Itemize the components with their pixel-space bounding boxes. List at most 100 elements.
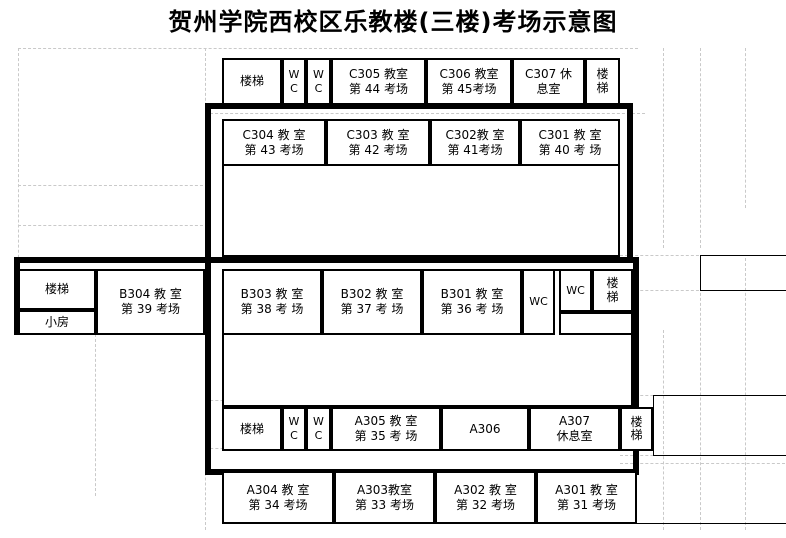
room-label-line1: 楼	[630, 414, 643, 429]
grid-line-vertical	[745, 48, 746, 208]
grid-line-horizontal	[205, 113, 645, 114]
room-a305[interactable]: A305 教 室 第 35 考 场	[331, 407, 441, 451]
room-label-line1: C302教 室	[445, 127, 505, 142]
room-label-line2: 第 33 考场	[355, 497, 414, 512]
room-label-line1: C301 教 室	[538, 127, 602, 142]
room-label-line1: B303 教 室	[240, 287, 304, 301]
grid-line-vertical	[700, 258, 701, 530]
room-label-line1: 楼梯	[239, 421, 264, 436]
room-wc-mid-1[interactable]: WC	[522, 269, 555, 335]
room-c305[interactable]: C305 教室 第 44 考场	[331, 58, 426, 105]
room-label-line2: 梯	[630, 428, 643, 442]
room-a306[interactable]: A306	[441, 407, 529, 451]
room-label-line2: C	[290, 81, 298, 95]
room-label-line1: 楼	[606, 276, 619, 291]
wall-b-wing-right	[633, 257, 639, 475]
room-wc-bot-1[interactable]: W C	[282, 407, 306, 451]
room-label-line1: 楼	[596, 67, 609, 82]
wall-c-wing-left	[205, 103, 211, 263]
room-c306[interactable]: C306 教室 第 45考场	[426, 58, 512, 105]
room-label-line1: W	[288, 67, 300, 81]
room-label-line2: C	[314, 429, 323, 442]
room-stair-top-right[interactable]: 楼 梯	[585, 58, 620, 105]
room-a301[interactable]: A301 教 室 第 31 考场	[536, 471, 637, 524]
grid-line-vertical	[18, 48, 19, 288]
room-label-line1: W	[313, 415, 324, 429]
wall-b-wing-top	[14, 257, 639, 263]
room-label-line2: 第 35 考 场	[354, 429, 418, 443]
room-c301[interactable]: C301 教 室 第 40 考 场	[520, 119, 620, 166]
room-label-line1: B301 教 室	[440, 287, 504, 301]
room-label-line1: 楼梯	[44, 282, 69, 296]
grid-line-vertical	[745, 258, 746, 530]
room-label-line2: 第 34 考场	[248, 497, 308, 512]
room-c303[interactable]: C303 教 室 第 42 考场	[326, 119, 430, 166]
room-stair-bot-left[interactable]: 楼梯	[222, 407, 282, 451]
room-label-line2: 第 31 考场	[557, 497, 616, 512]
room-stair-mid-left[interactable]: 楼梯	[18, 269, 96, 310]
wall-center-left	[205, 257, 211, 475]
outline-right-a-lower	[653, 455, 786, 456]
room-label-line2: 休息室	[556, 429, 593, 443]
room-label-line1: A301 教 室	[555, 482, 618, 497]
room-b301[interactable]: B301 教 室 第 36 考 场	[422, 269, 522, 335]
room-label-line2: 梯	[606, 289, 619, 304]
grid-line-horizontal	[18, 225, 208, 226]
room-label-line1: B302 教 室	[340, 287, 404, 301]
room-label-line1: A305 教 室	[354, 414, 418, 428]
room-wc-mid-2[interactable]: WC	[559, 269, 592, 312]
room-c307[interactable]: C307 休 息室	[512, 58, 585, 105]
room-label-line2: 第 40 考 场	[538, 142, 602, 157]
grid-line-horizontal	[18, 48, 638, 49]
grid-line-horizontal	[18, 185, 208, 186]
room-label-line1: B304 教 室	[119, 287, 182, 301]
room-label-line1: A306	[469, 421, 501, 436]
room-b302[interactable]: B302 教 室 第 37 考 场	[322, 269, 422, 335]
room-label-line2: 第 44 考场	[349, 81, 408, 96]
room-label-line1: C307 休	[524, 66, 573, 81]
wall-c-wing-right	[627, 103, 633, 263]
room-wc-top-1[interactable]: W C	[282, 58, 306, 105]
outline-bottom-right	[637, 523, 786, 524]
room-label-line2: 第 32 考场	[456, 497, 515, 512]
room-label-line1: C304 教 室	[242, 127, 306, 142]
room-label-line1: A303教室	[356, 482, 413, 497]
room-stair-bot-right[interactable]: 楼 梯	[620, 407, 653, 451]
room-label-line1: W	[288, 415, 300, 429]
grid-line-vertical	[700, 48, 701, 248]
b-wing-right-open-area	[559, 312, 633, 335]
room-label-line1: C306 教室	[439, 66, 499, 81]
room-small-room[interactable]: 小房	[18, 310, 96, 335]
room-a307[interactable]: A307 休息室	[529, 407, 620, 451]
room-stair-top-left[interactable]: 楼梯	[222, 58, 282, 105]
room-wc-top-2[interactable]: W C	[306, 58, 331, 105]
outline-right-a-upper	[653, 395, 786, 396]
grid-line-vertical	[663, 48, 664, 248]
wall-c-wing-top	[205, 103, 633, 109]
room-b304[interactable]: B304 教 室 第 39 考场	[96, 269, 205, 335]
room-a303[interactable]: A303教室 第 33 考场	[334, 471, 435, 524]
room-a304[interactable]: A304 教 室 第 34 考场	[222, 471, 334, 524]
room-label-line1: A304 教 室	[246, 482, 310, 497]
room-label-line1: A307	[558, 414, 591, 428]
room-c304[interactable]: C304 教 室 第 43 考场	[222, 119, 326, 166]
room-b303[interactable]: B303 教 室 第 38 考 场	[222, 269, 322, 335]
room-wc-bot-2[interactable]: W C	[306, 407, 331, 451]
room-label-line2: 第 45考场	[441, 81, 497, 96]
room-stair-mid-right[interactable]: 楼 梯	[592, 269, 633, 312]
room-label-line2: 第 41考场	[447, 142, 503, 157]
outline-right-vertical	[700, 255, 701, 291]
room-c302[interactable]: C302教 室 第 41考场	[430, 119, 520, 166]
grid-line-vertical	[663, 330, 664, 530]
room-label-line2: C	[314, 81, 323, 95]
room-label-line2: 第 43 考场	[244, 142, 304, 157]
room-a302[interactable]: A302 教 室 第 32 考场	[435, 471, 536, 524]
room-label-line2: 第 42 考场	[348, 142, 408, 157]
room-label-line2: 息室	[536, 81, 561, 96]
page-title: 贺州学院西校区乐教楼(三楼)考场示意图	[168, 8, 618, 36]
room-label-line1: W	[313, 67, 324, 81]
grid-line-horizontal	[620, 463, 785, 464]
room-label-line2: 第 38 考 场	[240, 302, 304, 316]
room-label-line2: C	[290, 429, 298, 442]
